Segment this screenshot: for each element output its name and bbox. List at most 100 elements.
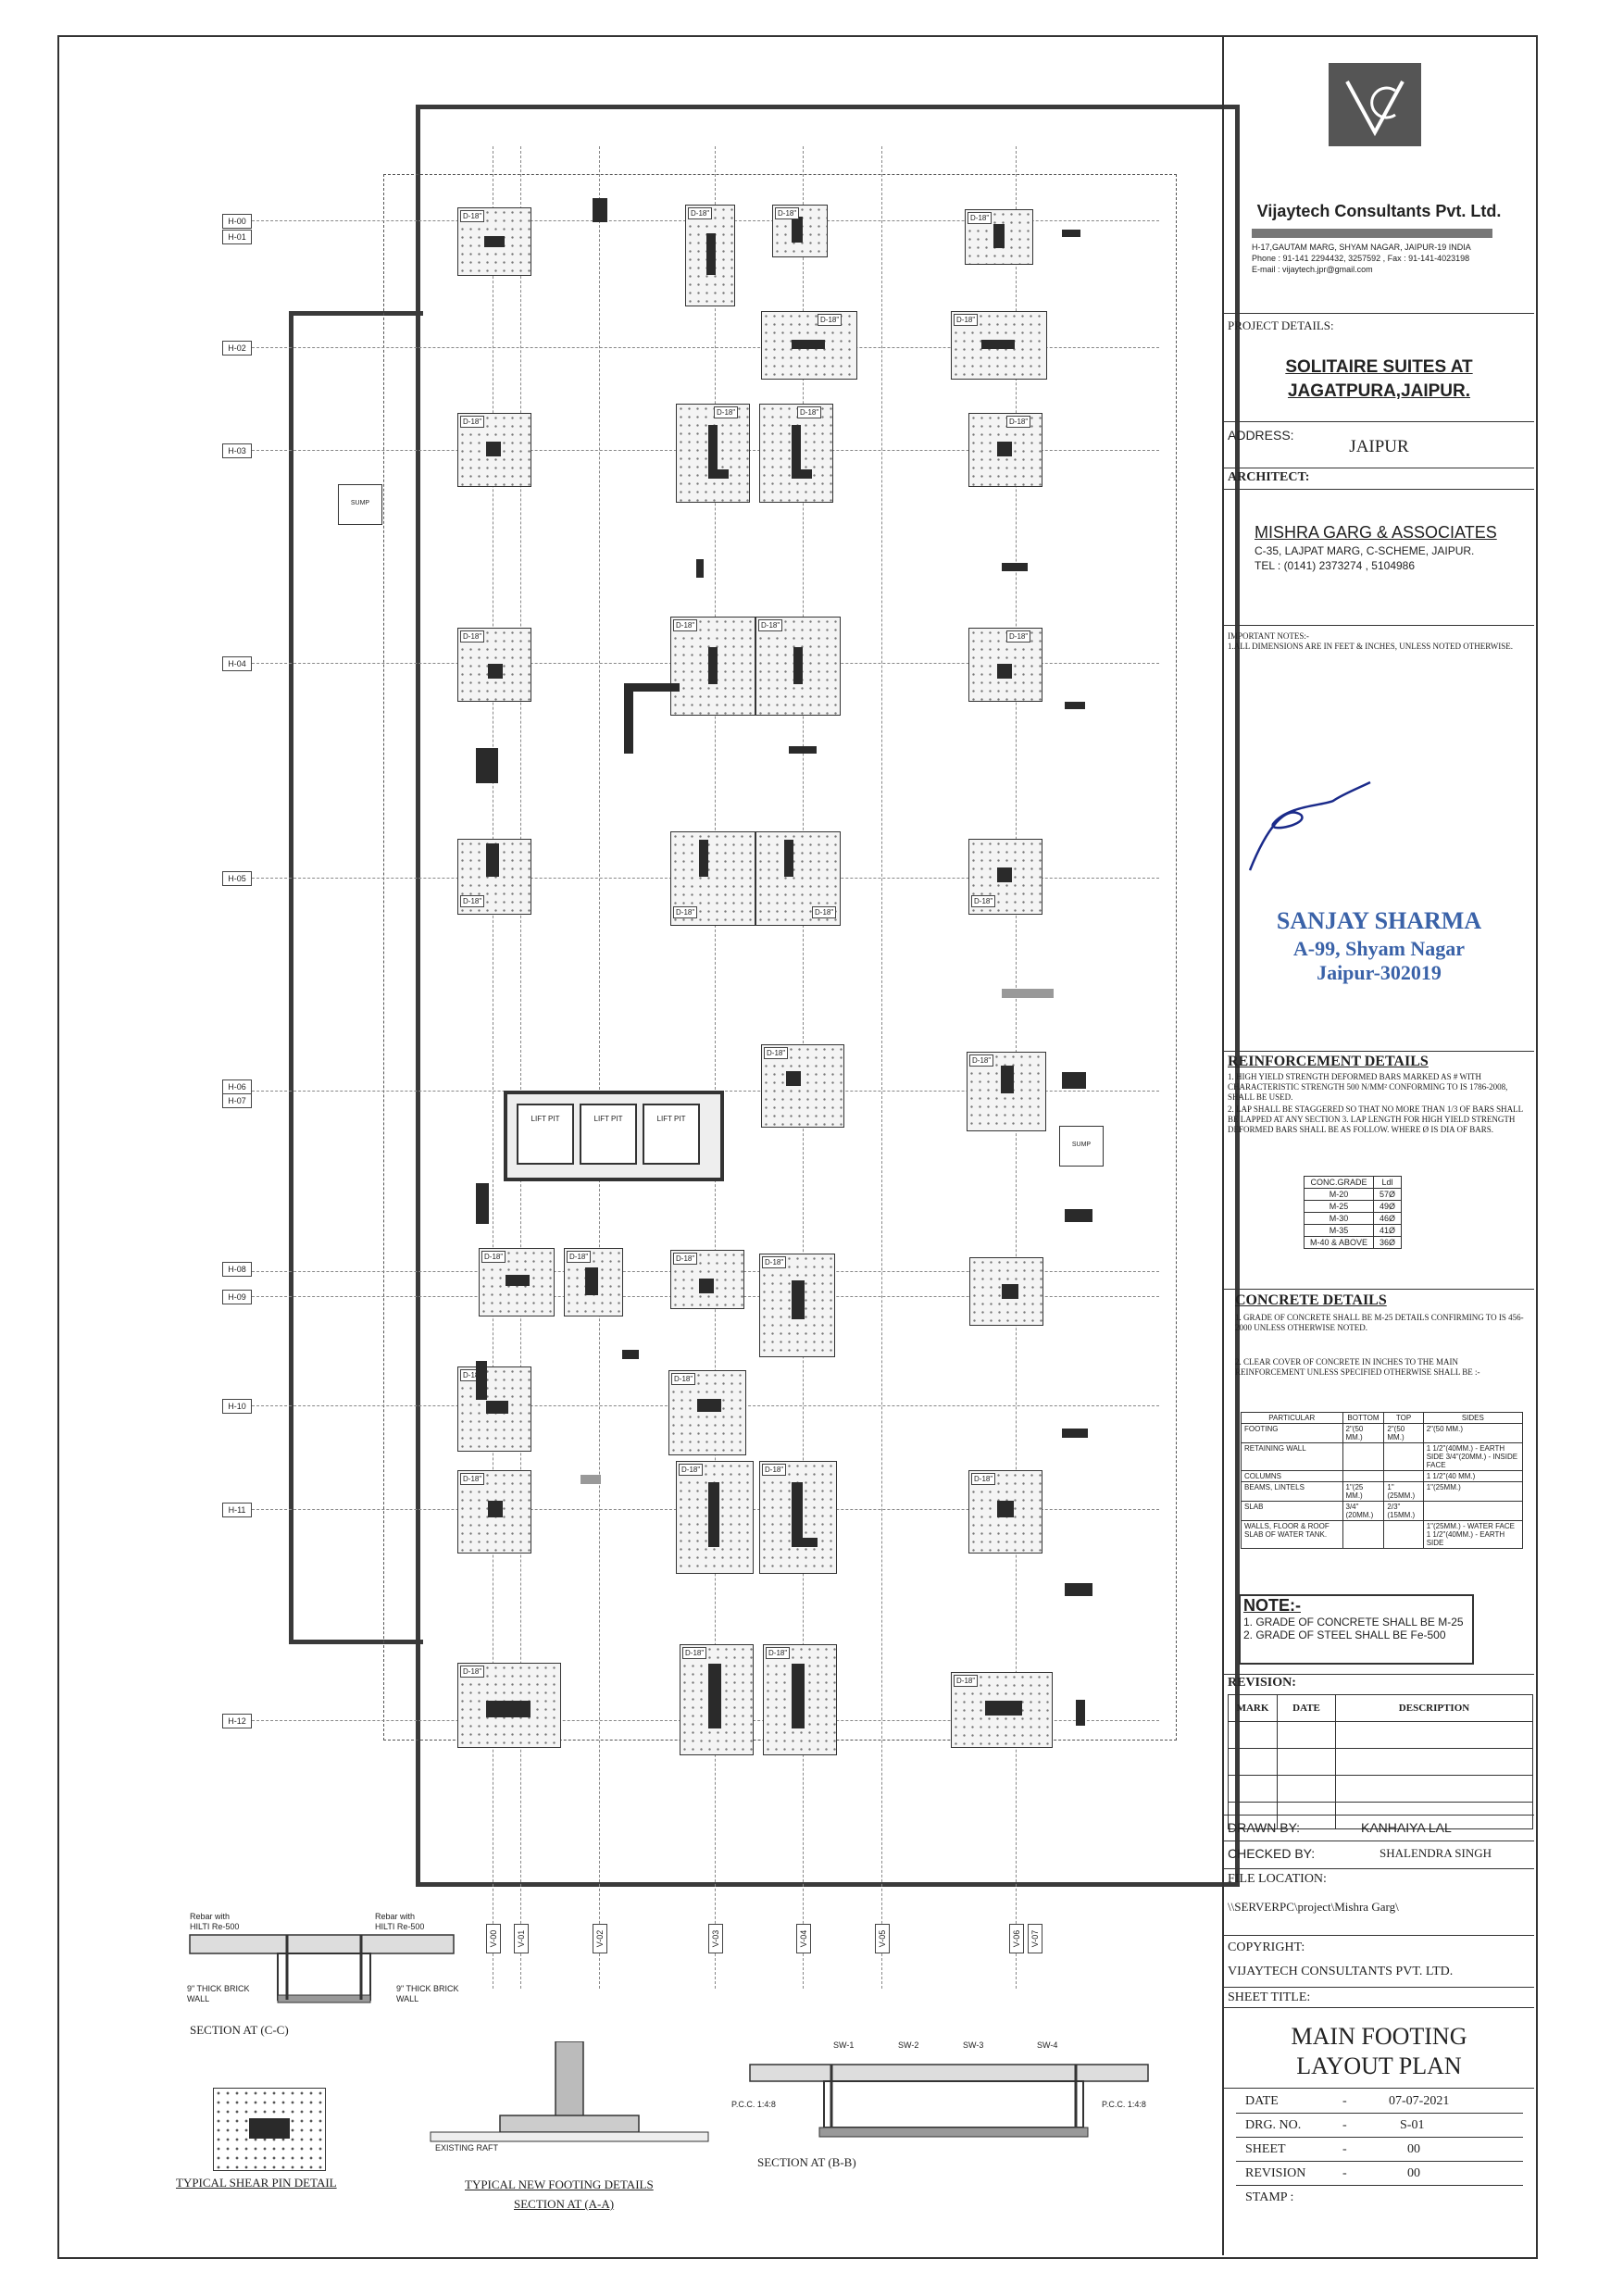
column [593, 198, 607, 222]
footing: D-18" [457, 628, 531, 702]
checked-by-value: SHALENDRA SINGH [1380, 1846, 1492, 1860]
column [696, 559, 704, 578]
footing: D-18" [761, 311, 857, 380]
copyright-value: VIJAYTECH CONSULTANTS PVT. LTD. [1228, 1965, 1454, 1978]
drg-label: DRG. NO. [1245, 2118, 1302, 2132]
revision-no-value: 00 [1407, 2166, 1420, 2180]
drawn-by-label: DRAWN BY: [1228, 1820, 1301, 1835]
copyright-label: COPYRIGHT: [1228, 1940, 1305, 1954]
grid-row-label: H-06 [222, 1079, 252, 1094]
column [476, 1183, 489, 1224]
revision-no-label: REVISION [1245, 2166, 1306, 2180]
grid-col-label: V-03 [708, 1924, 723, 1953]
column [1065, 1583, 1092, 1596]
column [1062, 1429, 1088, 1438]
grid-line-v [599, 146, 600, 1989]
section-bb-detail: SW-1 SW-2 SW-3 SW-4 P.C.C. 1:4:8 P.C.C. … [731, 2028, 1167, 2157]
architect-name: MISHRA GARG & ASSOCIATES [1255, 523, 1497, 542]
new-footing-title: TYPICAL NEW FOOTING DETAILS [465, 2177, 654, 2191]
title-block [1222, 35, 1536, 2255]
architect-tel: TEL : (0141) 2373274 , 5104986 [1255, 559, 1416, 572]
footing [969, 1257, 1043, 1326]
grid-col-label: V-04 [796, 1924, 811, 1953]
firm-email: E-mail : vijaytech.jpr@gmail.com [1252, 265, 1373, 274]
checked-by-label: CHECKED BY: [1228, 1846, 1316, 1861]
footing: D-18" [479, 1248, 555, 1316]
footing: D-18" [457, 413, 531, 487]
drg-value: S-01 [1400, 2118, 1425, 2132]
firm-name: Vijaytech Consultants Pvt. Ltd. [1256, 202, 1502, 220]
firm-bar [1252, 229, 1492, 238]
date-label: DATE [1245, 2094, 1279, 2108]
address-label: ADDRESS: [1228, 428, 1294, 443]
section-bb-drawing [749, 2064, 1149, 2138]
reinforcement-note-2: 2. LAP SHALL BE STAGGERED SO THAT NO MOR… [1228, 1104, 1523, 1134]
footing: D-18" [761, 1044, 844, 1128]
lift-pit: LIFT PIT [517, 1104, 574, 1165]
grid-row-label: H-08 [222, 1262, 252, 1277]
column [789, 746, 817, 754]
footing: D-18" [564, 1248, 623, 1316]
footing: D-18" [670, 831, 755, 926]
footing: D-18" [965, 209, 1033, 265]
vc-logo-icon [1345, 81, 1405, 137]
column [622, 1350, 639, 1359]
grid-row-label: H-11 [222, 1503, 252, 1517]
grid-line-h [243, 347, 1159, 348]
grid-row-label: H-02 [222, 341, 252, 356]
grid-row-label: H-07 [222, 1093, 252, 1108]
boundary-wall [416, 105, 1240, 1887]
footing: D-18" [967, 1052, 1046, 1131]
sheet-border [57, 35, 1538, 2259]
grid-col-label: V-07 [1028, 1924, 1042, 1953]
stamp-name: SANJAY SHARMA [1276, 907, 1482, 934]
project-details-label: PROJECT DETAILS: [1228, 318, 1334, 332]
concrete-note-2: 2. CLEAR COVER OF CONCRETE IN INCHES TO … [1235, 1357, 1480, 1377]
revision-table: MARK DATE DESCRIPTION [1228, 1694, 1533, 1829]
architect-addr: C-35, LAJPAT MARG, C-SCHEME, JAIPUR. [1255, 544, 1475, 557]
section-aa-title: SECTION AT (A-A) [514, 2197, 615, 2211]
grid-row-label: H-03 [222, 443, 252, 458]
file-location-label: FILE LOCATION: [1228, 1872, 1327, 1886]
column [1062, 1072, 1086, 1089]
footing: D-18" [685, 205, 735, 306]
concrete-note-1: 1. GRADE OF CONCRETE SHALL BE M-25 DETAI… [1235, 1313, 1524, 1332]
footing: D-18" [755, 617, 841, 716]
footing: D-18" [676, 404, 750, 503]
firm-phone: Phone : 91-141 2294432, 3257592 , Fax : … [1252, 254, 1470, 263]
section-bb-title: SECTION AT (B-B) [757, 2155, 856, 2169]
column [1076, 1700, 1085, 1726]
sheet-label: SHEET [1245, 2142, 1286, 2156]
reinforcement-title: REINFORCEMENT DETAILS [1228, 1054, 1429, 1069]
footing: D-18" [457, 207, 531, 276]
architect-label: ARCHITECT: [1228, 470, 1310, 484]
footing: D-18" [968, 1470, 1042, 1554]
stamp-city: Jaipur-302019 [1317, 961, 1442, 984]
grid-line-v [715, 146, 716, 1989]
drawn-by-value: KANHAIYA LAL [1361, 1820, 1452, 1835]
footing: D-18" [676, 1461, 754, 1574]
column [476, 748, 498, 783]
footing: D-18" [759, 404, 833, 503]
important-note-1: 1.ALL DIMENSIONS ARE IN FEET & INCHES, U… [1228, 642, 1513, 651]
sheet-title-1: MAIN FOOTING [1291, 2023, 1467, 2050]
footing: D-18" [763, 1644, 837, 1755]
grid-row-label: H-12 [222, 1714, 252, 1728]
column [1065, 702, 1085, 709]
footing: D-18" [755, 831, 841, 926]
date-value: 07-07-2021 [1389, 2094, 1450, 2108]
grid-col-label: V-06 [1009, 1924, 1024, 1953]
footing: D-18" [670, 1250, 744, 1309]
footing: D-18" [457, 839, 531, 915]
footing: D-18" [759, 1254, 835, 1357]
lift-pit-block: LIFT PIT LIFT PIT LIFT PIT [504, 1091, 724, 1181]
slab-opening [1002, 989, 1054, 998]
project-name-2: JAGATPURA,JAIPUR. [1287, 381, 1471, 401]
grid-col-label: V-01 [514, 1924, 529, 1953]
grid-row-label: H-09 [222, 1290, 252, 1304]
grid-line-v [881, 146, 882, 1989]
footing: D-18" [680, 1644, 754, 1755]
footing: D-18" [968, 628, 1042, 702]
footing: D-18" [457, 1663, 561, 1748]
